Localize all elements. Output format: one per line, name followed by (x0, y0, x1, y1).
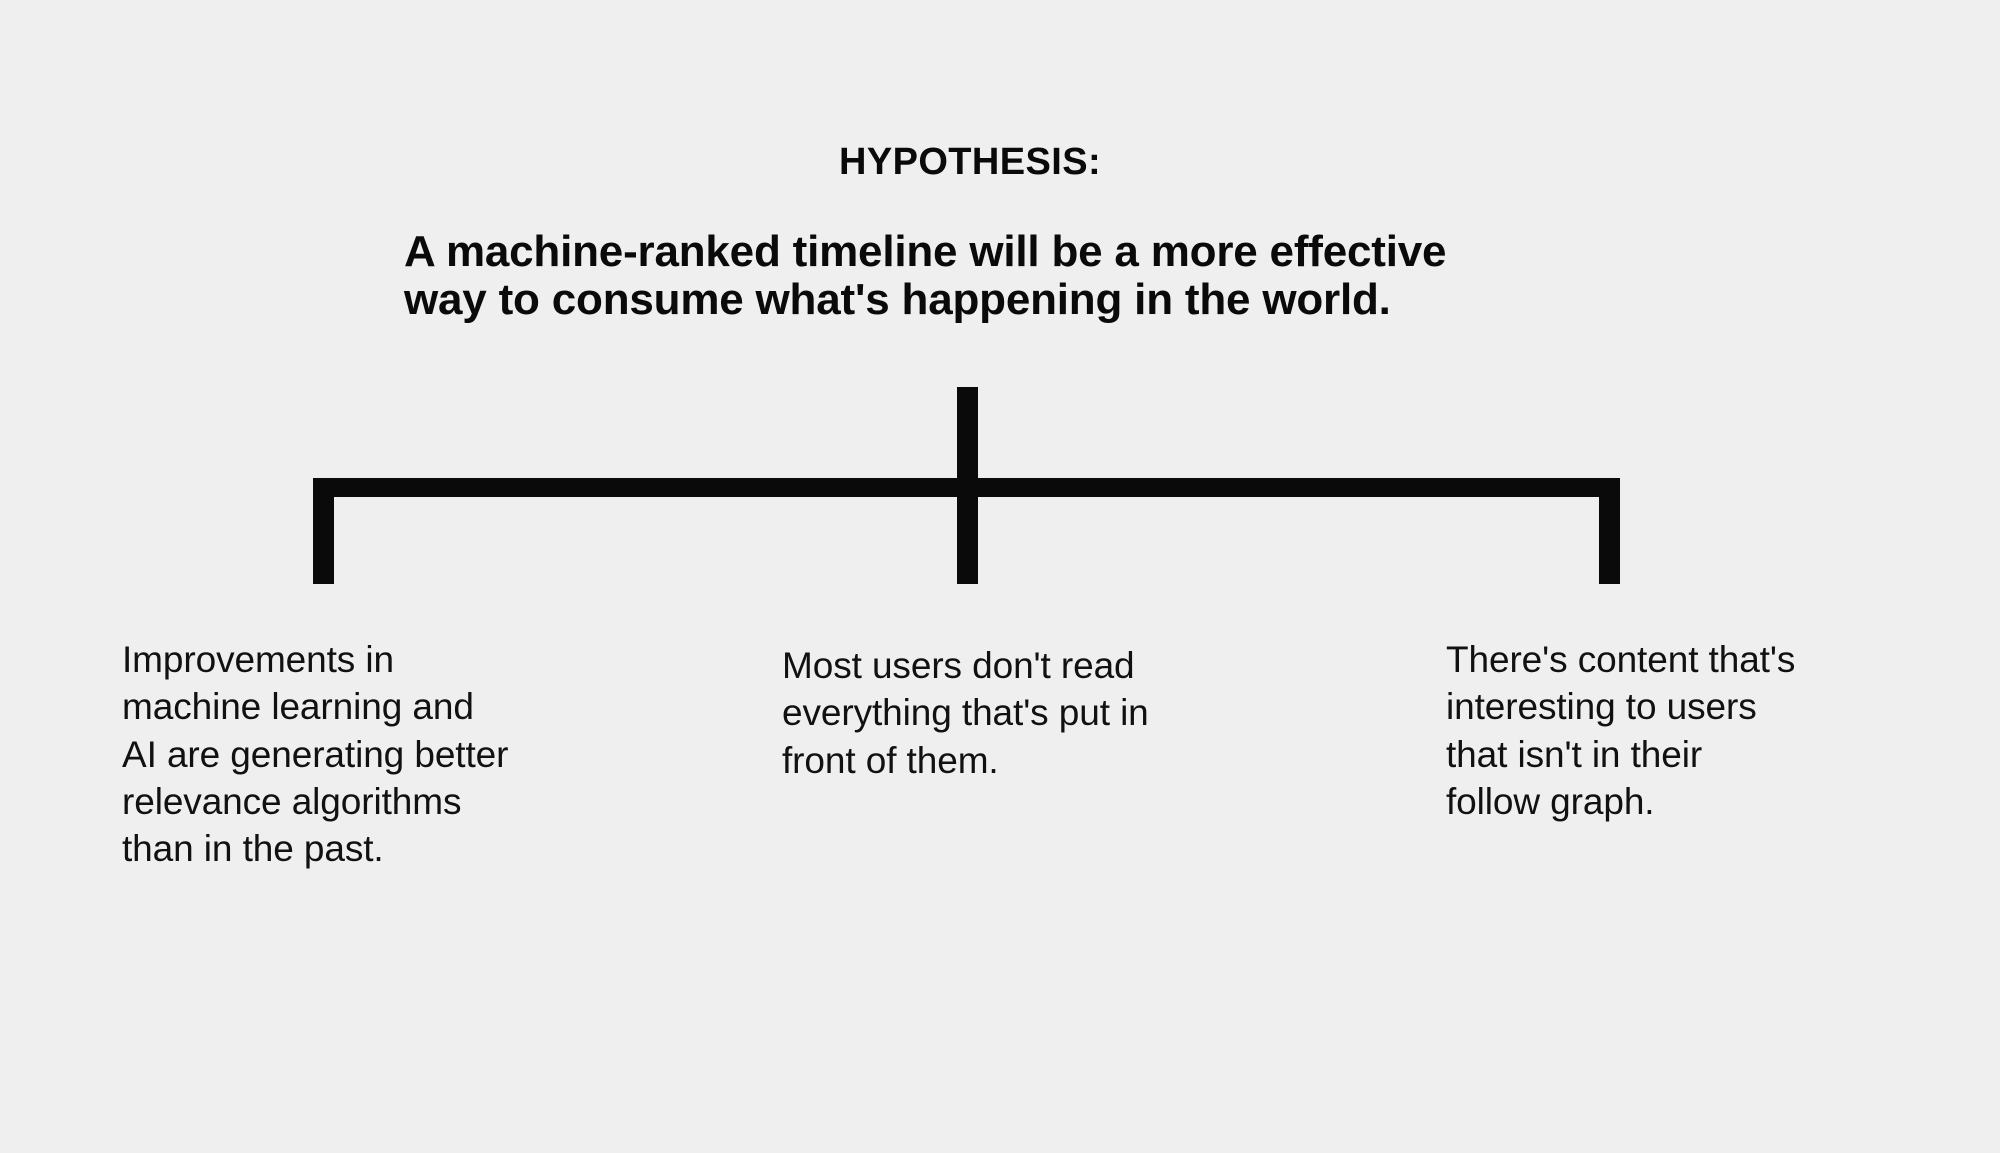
supporting-point-left-line-2: machine learning and (122, 686, 474, 728)
connector-drop-center (957, 478, 978, 584)
supporting-point-left-line-3: AI are generating better (122, 733, 509, 775)
supporting-point-right-line-2: interesting to users (1446, 686, 1757, 728)
supporting-point-middle-line-2: everything that's put in (782, 692, 1149, 734)
supporting-point-right-line-1: There's content that's (1446, 639, 1796, 680)
supporting-point-left-line-5: than in the past. (122, 828, 384, 870)
connector-drop-left (313, 478, 334, 584)
connector-drop-right (1599, 478, 1620, 584)
supporting-point-middle: Most users don't read everything that's … (782, 642, 1302, 784)
supporting-point-left-line-1: Improvements in (122, 639, 394, 680)
connector-cross-bar (313, 478, 1620, 497)
supporting-point-left-line-4: relevance algorithms (122, 781, 462, 823)
supporting-point-middle-line-1: Most users don't read (782, 645, 1135, 686)
hypothesis-statement: A machine-ranked timeline will be a more… (404, 228, 1594, 323)
supporting-point-left: Improvements in machine learning and AI … (122, 636, 682, 873)
supporting-point-right-line-3: that isn't in their (1446, 733, 1703, 775)
hypothesis-statement-line-1: A machine-ranked timeline will be a more… (404, 227, 1447, 276)
supporting-point-middle-line-3: front of them. (782, 739, 999, 781)
supporting-point-right-line-4: follow graph. (1446, 781, 1655, 823)
hypothesis-label: HYPOTHESIS: (839, 141, 1101, 183)
supporting-point-right: There's content that's interesting to us… (1446, 636, 1966, 825)
hypothesis-statement-line-2: way to consume what's happening in the w… (404, 274, 1391, 324)
connector-top-stem (957, 387, 978, 479)
